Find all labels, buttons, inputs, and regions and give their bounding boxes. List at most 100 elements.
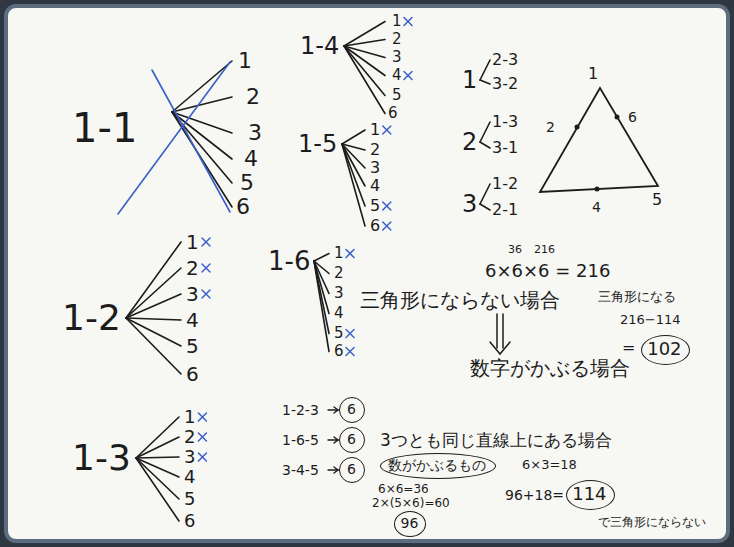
handwritten-text: 6 <box>236 196 250 218</box>
x-mark <box>383 222 391 230</box>
circled-result: 6 <box>339 427 365 453</box>
handwritten-text: 2 <box>186 258 199 278</box>
handwritten-text: 5 <box>652 192 662 208</box>
handwritten-text: 5 <box>186 336 199 356</box>
fan-stroke <box>126 294 181 318</box>
branch-bracket <box>480 184 490 204</box>
arrow <box>334 407 338 410</box>
handwritten-text: 1-1 <box>72 108 137 148</box>
handwritten-text: 2 <box>546 120 555 134</box>
implies-arrow <box>496 314 498 348</box>
handwritten-text: 1-2 <box>492 176 518 192</box>
handwritten-text: 2 <box>392 32 402 47</box>
point-dot <box>615 115 620 120</box>
circled-text: 6 <box>347 462 356 476</box>
handwritten-text: 1 <box>186 232 199 252</box>
handwritten-text: 5 <box>392 88 402 103</box>
handwritten-text: 2 <box>246 86 260 108</box>
fan-stroke <box>314 261 329 352</box>
handwritten-text: 1-4 <box>300 34 339 58</box>
circled-text: 102 <box>647 340 681 358</box>
handwritten-text: 1 <box>238 50 252 72</box>
x-mark <box>202 290 210 298</box>
x-mark <box>383 202 391 210</box>
circled-result: 6 <box>339 457 365 483</box>
handwritten-text: 5 <box>240 172 254 194</box>
handwritten-text: 4 <box>592 200 601 214</box>
handwritten-text: 4 <box>186 310 199 330</box>
x-mark <box>202 290 210 298</box>
arrow <box>334 440 338 443</box>
handwritten-text: 6 <box>388 106 398 121</box>
fan-stroke <box>126 318 181 346</box>
x-mark <box>198 453 206 461</box>
handwritten-text: 2-3 <box>492 52 518 68</box>
handwritten-text: 3-2 <box>492 76 518 92</box>
circled-text: 6 <box>347 402 356 416</box>
handwritten-text: 1-3 <box>72 440 131 476</box>
handwritten-text: 1-2-3 <box>282 403 319 417</box>
handwritten-text: 4 <box>244 148 258 170</box>
handwritten-text: 6 <box>334 344 344 359</box>
circled-text: 数がかぶるもの <box>388 458 486 472</box>
handwritten-text: 1 <box>370 122 380 138</box>
circled-result: 96 <box>394 511 426 537</box>
fan-stroke <box>172 112 232 159</box>
handwritten-text: 5 <box>370 198 380 214</box>
handwritten-text: 2-1 <box>492 202 518 218</box>
handwritten-text: 6×6×6 = 216 <box>485 262 610 280</box>
handwritten-text: 1 <box>588 66 598 82</box>
handwritten-text: 1-3 <box>492 114 518 130</box>
x-mark <box>346 330 354 338</box>
handwritten-text: 三角形にならない場合 <box>360 290 560 310</box>
handwritten-text: 5 <box>334 326 344 341</box>
fan-stroke <box>136 458 179 521</box>
implies-arrow <box>490 342 500 354</box>
handwritten-text: 6×6=36 <box>378 483 429 495</box>
circled-text: 96 <box>400 516 418 530</box>
handwritten-text: 4 <box>370 178 380 194</box>
x-mark <box>404 18 412 26</box>
handwritten-text: 1 <box>184 408 195 426</box>
handwritten-text: 3 <box>186 284 199 304</box>
fan-stroke <box>344 46 385 96</box>
handwritten-text: 216−114 <box>620 313 681 326</box>
handwritten-text: 6 <box>370 218 380 234</box>
triangle <box>540 88 658 192</box>
handwritten-text: 4 <box>184 468 195 486</box>
handwritten-text: 2 <box>334 266 344 281</box>
arrow <box>334 410 338 413</box>
fan-stroke <box>342 144 365 206</box>
x-mark <box>198 433 206 441</box>
handwritten-text: 3 <box>370 160 380 176</box>
handwritten-text: 4 <box>392 68 402 83</box>
handwritten-text: 1 <box>392 14 402 29</box>
x-mark <box>346 250 354 258</box>
x-mark <box>198 433 206 441</box>
handwritten-text: 2 <box>184 428 195 446</box>
handwritten-text: 3 <box>334 286 344 301</box>
x-mark <box>202 238 210 246</box>
handwritten-text: 2 <box>462 130 477 154</box>
x-mark <box>198 413 206 421</box>
handwritten-text: 6×3=18 <box>522 458 577 471</box>
branch-bracket <box>480 80 490 84</box>
fan-stroke <box>344 40 385 47</box>
handwritten-text: 36 <box>508 244 522 255</box>
fan-stroke <box>172 61 232 112</box>
handwritten-text: 3 <box>184 448 195 466</box>
handwritten-text: 1-2 <box>62 300 121 336</box>
handwritten-text: 1-5 <box>298 132 337 156</box>
x-mark <box>202 238 210 246</box>
fan-stroke <box>136 437 179 458</box>
fan-stroke <box>136 458 179 499</box>
handwritten-text: 4 <box>334 306 344 321</box>
fan-stroke <box>126 318 181 320</box>
arrow <box>334 467 338 470</box>
handwritten-text: 3-4-5 <box>282 463 319 477</box>
fan-stroke <box>344 22 385 47</box>
arrow <box>334 437 338 440</box>
handwritten-text: 6 <box>184 512 195 530</box>
circled-result: 102 <box>641 335 690 365</box>
circled-result: 6 <box>339 397 365 423</box>
